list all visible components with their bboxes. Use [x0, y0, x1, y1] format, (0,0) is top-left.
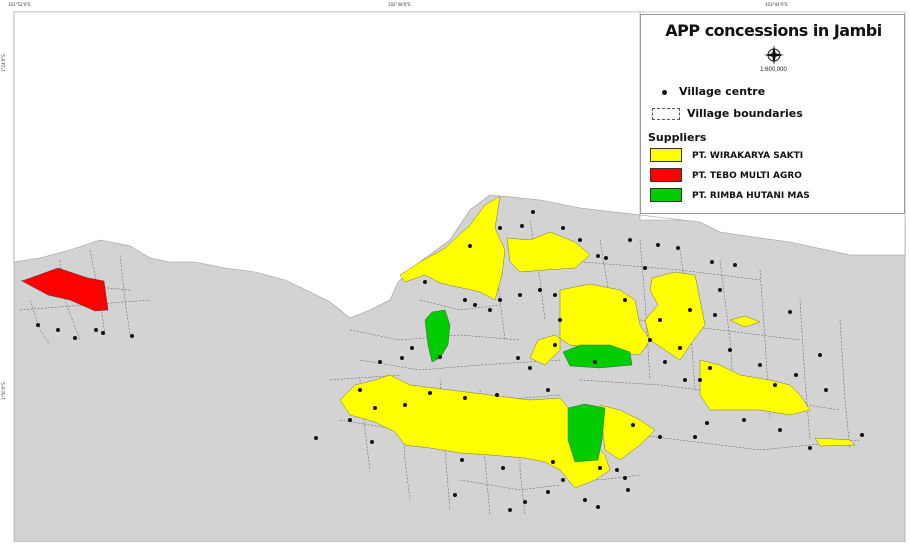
concessions-rimba-hutani-mas[interactable]	[424, 309, 633, 463]
swatch-tebo-multi-agro	[650, 168, 682, 182]
legend-wirakarya-sakti: PT. WIRAKARYA SAKTI	[692, 151, 804, 161]
legend-tebo-multi-agro: PT. TEBO MULTI AGRO	[692, 171, 802, 181]
legend-village-centre: Village centre	[679, 85, 766, 98]
legend-rimba-hutani-mas: PT. RIMBA HUTANI MAS	[692, 191, 810, 201]
scale-text: 1:600,000	[760, 67, 787, 73]
graticule-top-1: 101°52'0"E	[8, 2, 31, 7]
suppliers-heading: Suppliers	[648, 131, 707, 144]
concession-tebo-multi-agro[interactable]	[21, 267, 109, 312]
concessions-wirakarya-sakti[interactable]	[339, 195, 856, 489]
village-boundary-symbol	[652, 108, 680, 120]
village-centres	[36, 210, 864, 512]
village-centre-symbol	[662, 90, 667, 95]
north-arrow-icon	[764, 45, 784, 65]
map-title: APP concessions in Jambi	[665, 21, 882, 40]
graticule-top-2: 102°48'0"E	[388, 2, 411, 7]
legend-village-boundaries: Village boundaries	[687, 107, 803, 120]
graticule-top-3: 103°44'0"E	[765, 2, 788, 7]
graticule-left-1: 1°24'0"S	[1, 54, 6, 72]
map-legend: APP concessions in Jambi 1:600,000 Villa…	[640, 14, 905, 214]
graticule-left-2: 1°50'0"S	[1, 382, 6, 400]
swatch-wirakarya-sakti	[650, 148, 682, 162]
swatch-rimba-hutani-mas	[650, 188, 682, 202]
